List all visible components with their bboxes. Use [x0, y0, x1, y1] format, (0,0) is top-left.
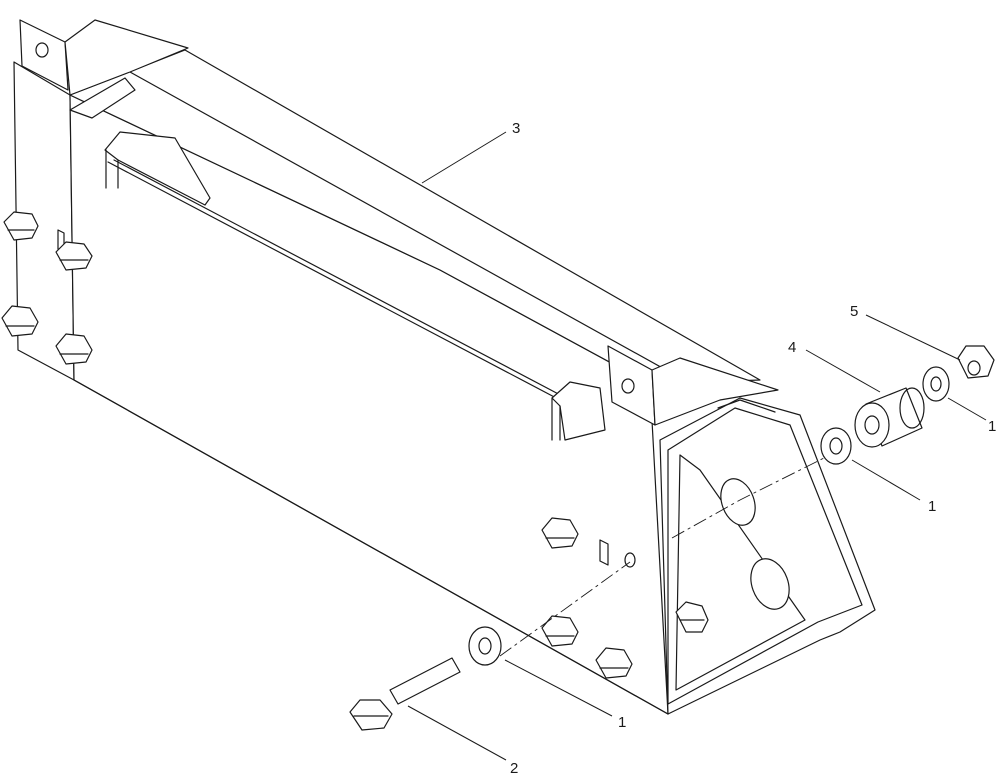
inner-rib [107, 161, 561, 401]
left-tab-hole [35, 42, 49, 58]
part-1-washer-upper [922, 366, 950, 402]
bolt-head [55, 333, 93, 365]
callout-3: 3 [512, 120, 520, 137]
right-plate-hole-upper [720, 478, 756, 526]
bolt-head [541, 615, 579, 647]
top-back-edge [129, 71, 721, 401]
right-end-plate-inner [667, 407, 863, 705]
right-plate-hole-lower [750, 558, 790, 610]
bolt-shank [389, 657, 461, 705]
leader-1-middle [851, 459, 921, 501]
callout-4: 4 [788, 339, 796, 356]
leader-1-lower [504, 659, 613, 717]
bolt-head [55, 241, 93, 271]
bolt-head [3, 211, 39, 241]
spacer-far-end [899, 387, 925, 429]
leader-3 [421, 131, 507, 184]
left-inner-clip [69, 77, 136, 119]
part-4-spacer [854, 387, 925, 448]
front-slot [599, 539, 609, 566]
bolt-hex-head [349, 699, 393, 731]
callout-1-middle: 1 [928, 498, 936, 515]
callout-1-lower: 1 [618, 714, 626, 731]
callout-5: 5 [850, 303, 858, 320]
right-tab-flange [651, 357, 779, 426]
left-clip-leg [105, 149, 119, 189]
part-2-bolt [349, 657, 461, 731]
centerline-upper [671, 454, 831, 539]
left-tab-flange [64, 19, 189, 96]
right-tab-hole [621, 378, 635, 394]
callout-1-upper: 1 [988, 418, 996, 435]
spacer-bore [864, 415, 880, 435]
nut-hole [967, 360, 981, 376]
leader-1-upper [947, 397, 987, 421]
bolt-head [1, 305, 39, 337]
main-bracket [13, 19, 876, 715]
washer-hole [478, 637, 492, 655]
right-clip-leg [551, 397, 561, 441]
inner-rib-edge [113, 159, 567, 399]
centerline-lower [499, 561, 631, 657]
right-plate-lip [717, 399, 776, 413]
washer-hole [829, 437, 843, 455]
part-1-washer-middle [820, 427, 852, 465]
part-1-washer-lower [468, 626, 502, 666]
leader-2 [407, 705, 507, 761]
bolt-head [675, 601, 709, 633]
bolt-head [541, 517, 579, 549]
leader-4 [805, 349, 881, 393]
leader-5 [865, 314, 961, 361]
bolt-head [595, 647, 633, 679]
callout-2: 2 [510, 760, 518, 777]
part-5-nut [957, 345, 995, 379]
washer-hole [930, 376, 942, 392]
bottom-edge [73, 379, 669, 715]
mounted-bolts [1, 211, 709, 679]
